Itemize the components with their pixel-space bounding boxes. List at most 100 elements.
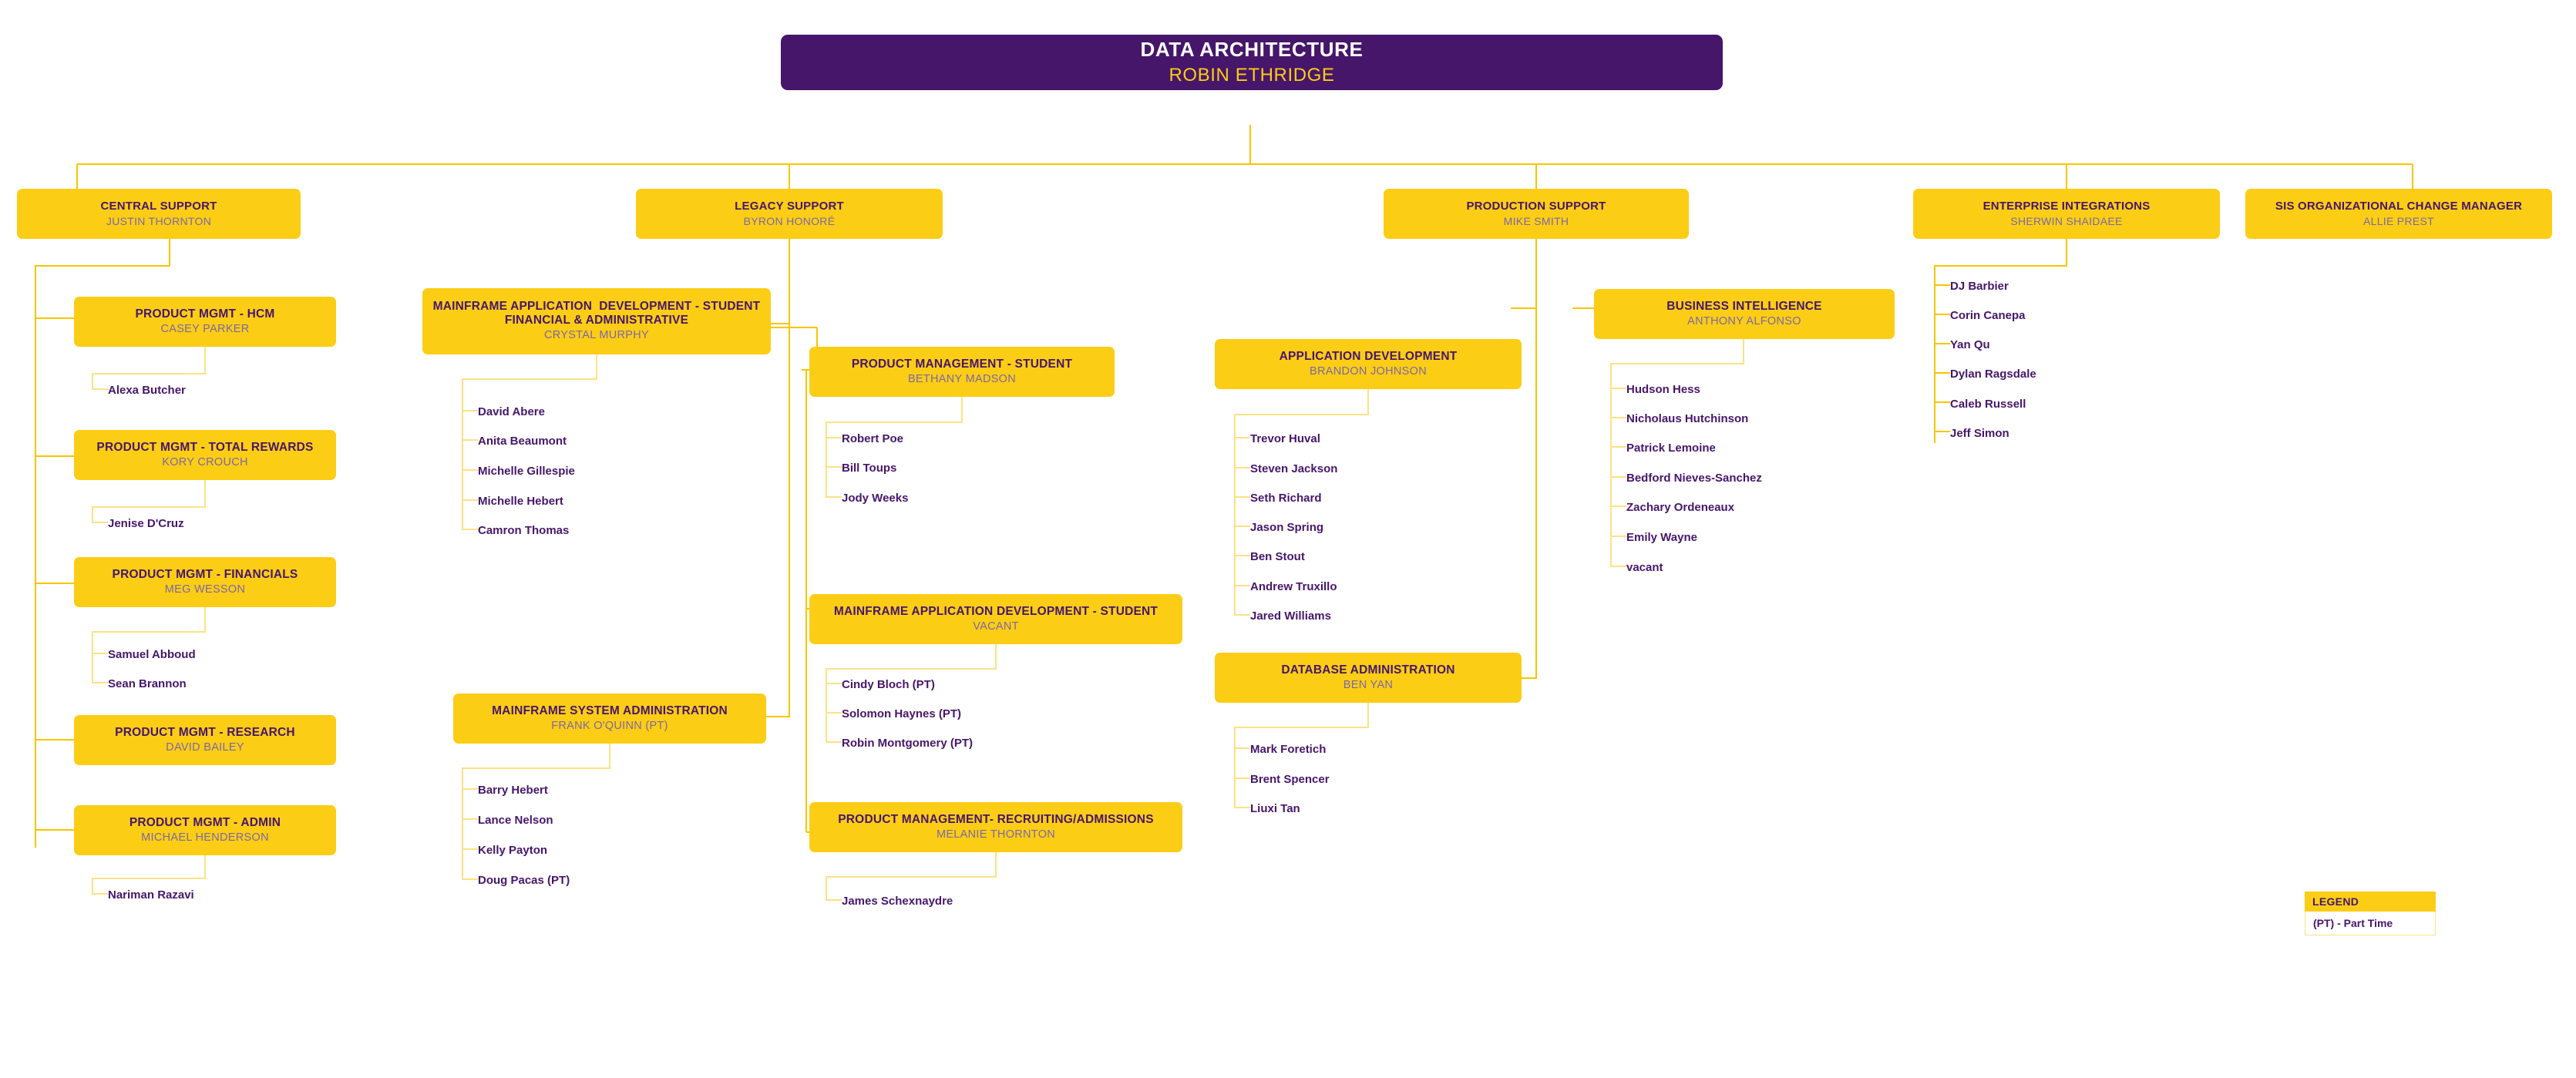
dept-person: MIKE SMITH <box>1503 214 1569 227</box>
root-title: DATA ARCHITECTURE <box>1140 38 1364 62</box>
node-business-intelligence[interactable]: BUSINESS INTELLIGENCE ANTHONY ALFONSO <box>1594 289 1895 339</box>
staff-name: Jeff Simon <box>1950 427 2009 440</box>
staff-name: Sean Brannon <box>108 677 187 690</box>
staff-name: Nariman Razavi <box>108 888 194 902</box>
node-central-support[interactable]: CENTRAL SUPPORT JUSTIN THORNTON <box>17 189 301 239</box>
staff-name: Liuxi Tan <box>1250 802 1300 815</box>
unit-person: FRANK O'QUINN (PT) <box>551 719 668 732</box>
staff-name: Jenise D'Cruz <box>108 517 184 530</box>
staff-name: Ben Stout <box>1250 550 1305 563</box>
unit-title: APPLICATION DEVELOPMENT <box>1279 349 1458 363</box>
staff-name: Caleb Russell <box>1950 398 2026 411</box>
staff-name: Trevor Huval <box>1250 432 1320 445</box>
staff-name: Corin Canepa <box>1950 309 2026 322</box>
legend-entry-part-time: (PT) - Part Time <box>2305 912 2436 935</box>
node-mainframe-app-dev-student-financial-admin[interactable]: MAINFRAME APPLICATION DEVELOPMENT - STUD… <box>422 288 771 354</box>
node-product-management-recruiting-admissions[interactable]: PRODUCT MANAGEMENT- RECRUITING/ADMISSION… <box>809 802 1182 852</box>
dept-title: CENTRAL SUPPORT <box>100 200 217 213</box>
dept-title: ENTERPRISE INTEGRATIONS <box>1982 200 2151 213</box>
staff-name: Camron Thomas <box>478 524 570 537</box>
staff-name: DJ Barbier <box>1950 280 2009 293</box>
unit-title: MAINFRAME APPLICATION DEVELOPMENT - STUD… <box>833 604 1159 618</box>
node-data-architecture[interactable]: DATA ARCHITECTURE ROBIN ETHRIDGE <box>781 35 1723 90</box>
dept-title: SIS ORGANIZATIONAL CHANGE MANAGER <box>2275 200 2523 213</box>
dept-person: SHERWIN SHAIDAEE <box>2010 214 2123 227</box>
node-pm-admin[interactable]: PRODUCT MGMT - ADMIN MICHAEL HENDERSON <box>74 805 336 855</box>
node-enterprise-integrations[interactable]: ENTERPRISE INTEGRATIONS SHERWIN SHAIDAEE <box>1913 189 2220 239</box>
staff-name: Hudson Hess <box>1626 383 1700 396</box>
staff-name: Samuel Abboud <box>108 648 196 661</box>
unit-person: VACANT <box>973 620 1019 633</box>
node-pm-total-rewards[interactable]: PRODUCT MGMT - TOTAL REWARDS KORY CROUCH <box>74 430 336 480</box>
staff-name: Bill Toups <box>842 462 897 475</box>
unit-title: PRODUCT MGMT - ADMIN <box>129 815 281 829</box>
unit-person: BEN YAN <box>1343 678 1394 691</box>
unit-person: KORY CROUCH <box>162 455 248 468</box>
staff-name: Yan Qu <box>1950 338 1990 351</box>
unit-person: MELANIE THORNTON <box>936 828 1056 841</box>
staff-name: Jody Weeks <box>842 492 909 505</box>
staff-name: Steven Jackson <box>1250 462 1338 475</box>
staff-name: vacant <box>1626 561 1663 574</box>
node-product-management-student[interactable]: PRODUCT MANAGEMENT - STUDENT BETHANY MAD… <box>809 347 1115 397</box>
staff-name: Mark Foretich <box>1250 743 1327 756</box>
unit-title: PRODUCT MGMT - FINANCIALS <box>112 567 298 581</box>
unit-person: BRANDON JOHNSON <box>1310 364 1427 378</box>
node-pm-hcm[interactable]: PRODUCT MGMT - HCM CASEY PARKER <box>74 297 336 347</box>
unit-person: ANTHONY ALFONSO <box>1687 314 1801 327</box>
staff-name: Kelly Payton <box>478 844 548 857</box>
dept-title: PRODUCTION SUPPORT <box>1466 200 1606 213</box>
staff-name: Zachary Ordeneaux <box>1626 501 1735 514</box>
staff-name: Andrew Truxillo <box>1250 580 1337 593</box>
node-sis-org-change-manager[interactable]: SIS ORGANIZATIONAL CHANGE MANAGER ALLIE … <box>2245 189 2552 239</box>
unit-title: MAINFRAME SYSTEM ADMINISTRATION <box>492 704 728 717</box>
staff-name: Anita Beaumont <box>478 435 567 448</box>
unit-title: PRODUCT MANAGEMENT - STUDENT <box>851 357 1073 371</box>
unit-person: DAVID BAILEY <box>166 740 244 754</box>
staff-name: Cindy Bloch (PT) <box>842 678 935 691</box>
staff-name: Robert Poe <box>842 432 904 445</box>
staff-name: Nicholaus Hutchinson <box>1626 412 1749 425</box>
staff-name: Michelle Hebert <box>478 495 563 508</box>
unit-person: MEG WESSON <box>164 583 246 596</box>
unit-person: BETHANY MADSON <box>907 372 1017 385</box>
staff-name: Patrick Lemoine <box>1626 442 1716 455</box>
node-legacy-support[interactable]: LEGACY SUPPORT BYRON HONORÉ <box>636 189 943 239</box>
dept-title: LEGACY SUPPORT <box>735 200 844 213</box>
unit-title: BUSINESS INTELLIGENCE <box>1666 299 1822 313</box>
unit-person: MICHAEL HENDERSON <box>141 831 269 844</box>
staff-name: Seth Richard <box>1250 492 1322 505</box>
unit-person: CRYSTAL MURPHY <box>543 329 650 342</box>
staff-name: Barry Hebert <box>478 784 548 797</box>
node-database-administration[interactable]: DATABASE ADMINISTRATION BEN YAN <box>1215 653 1522 703</box>
staff-name: Jason Spring <box>1250 521 1324 534</box>
legend-heading: LEGEND <box>2305 892 2436 912</box>
staff-name: Jared Williams <box>1250 610 1331 623</box>
node-application-development[interactable]: APPLICATION DEVELOPMENT BRANDON JOHNSON <box>1215 339 1522 389</box>
legend: LEGEND (PT) - Part Time <box>2305 892 2436 935</box>
unit-title: PRODUCT MANAGEMENT- RECRUITING/ADMISSION… <box>838 812 1154 826</box>
node-mainframe-system-administration[interactable]: MAINFRAME SYSTEM ADMINISTRATION FRANK O'… <box>453 693 766 744</box>
staff-name: Brent Spencer <box>1250 773 1330 786</box>
staff-name: Dylan Ragsdale <box>1950 368 2036 381</box>
unit-title: MAINFRAME APPLICATION DEVELOPMENT - STUD… <box>432 300 764 327</box>
root-person: ROBIN ETHRIDGE <box>1169 65 1335 86</box>
unit-title: PRODUCT MGMT - TOTAL REWARDS <box>96 440 314 454</box>
dept-person: JUSTIN THORNTON <box>106 214 212 227</box>
node-production-support[interactable]: PRODUCTION SUPPORT MIKE SMITH <box>1384 189 1689 239</box>
node-mainframe-app-dev-student[interactable]: MAINFRAME APPLICATION DEVELOPMENT - STUD… <box>809 594 1182 644</box>
unit-title: DATABASE ADMINISTRATION <box>1281 663 1455 677</box>
dept-person: ALLIE PREST <box>2362 214 2434 227</box>
node-pm-financials[interactable]: PRODUCT MGMT - FINANCIALS MEG WESSON <box>74 557 336 607</box>
unit-title: PRODUCT MGMT - HCM <box>135 307 275 321</box>
dept-person: BYRON HONORÉ <box>743 214 836 227</box>
staff-name: Michelle Gillespie <box>478 465 575 478</box>
node-pm-research[interactable]: PRODUCT MGMT - RESEARCH DAVID BAILEY <box>74 715 336 765</box>
staff-name: James Schexnaydre <box>842 895 953 908</box>
staff-name: Bedford Nieves-Sanchez <box>1626 472 1762 485</box>
staff-name: Doug Pacas (PT) <box>478 874 570 887</box>
staff-name: Lance Nelson <box>478 814 553 827</box>
